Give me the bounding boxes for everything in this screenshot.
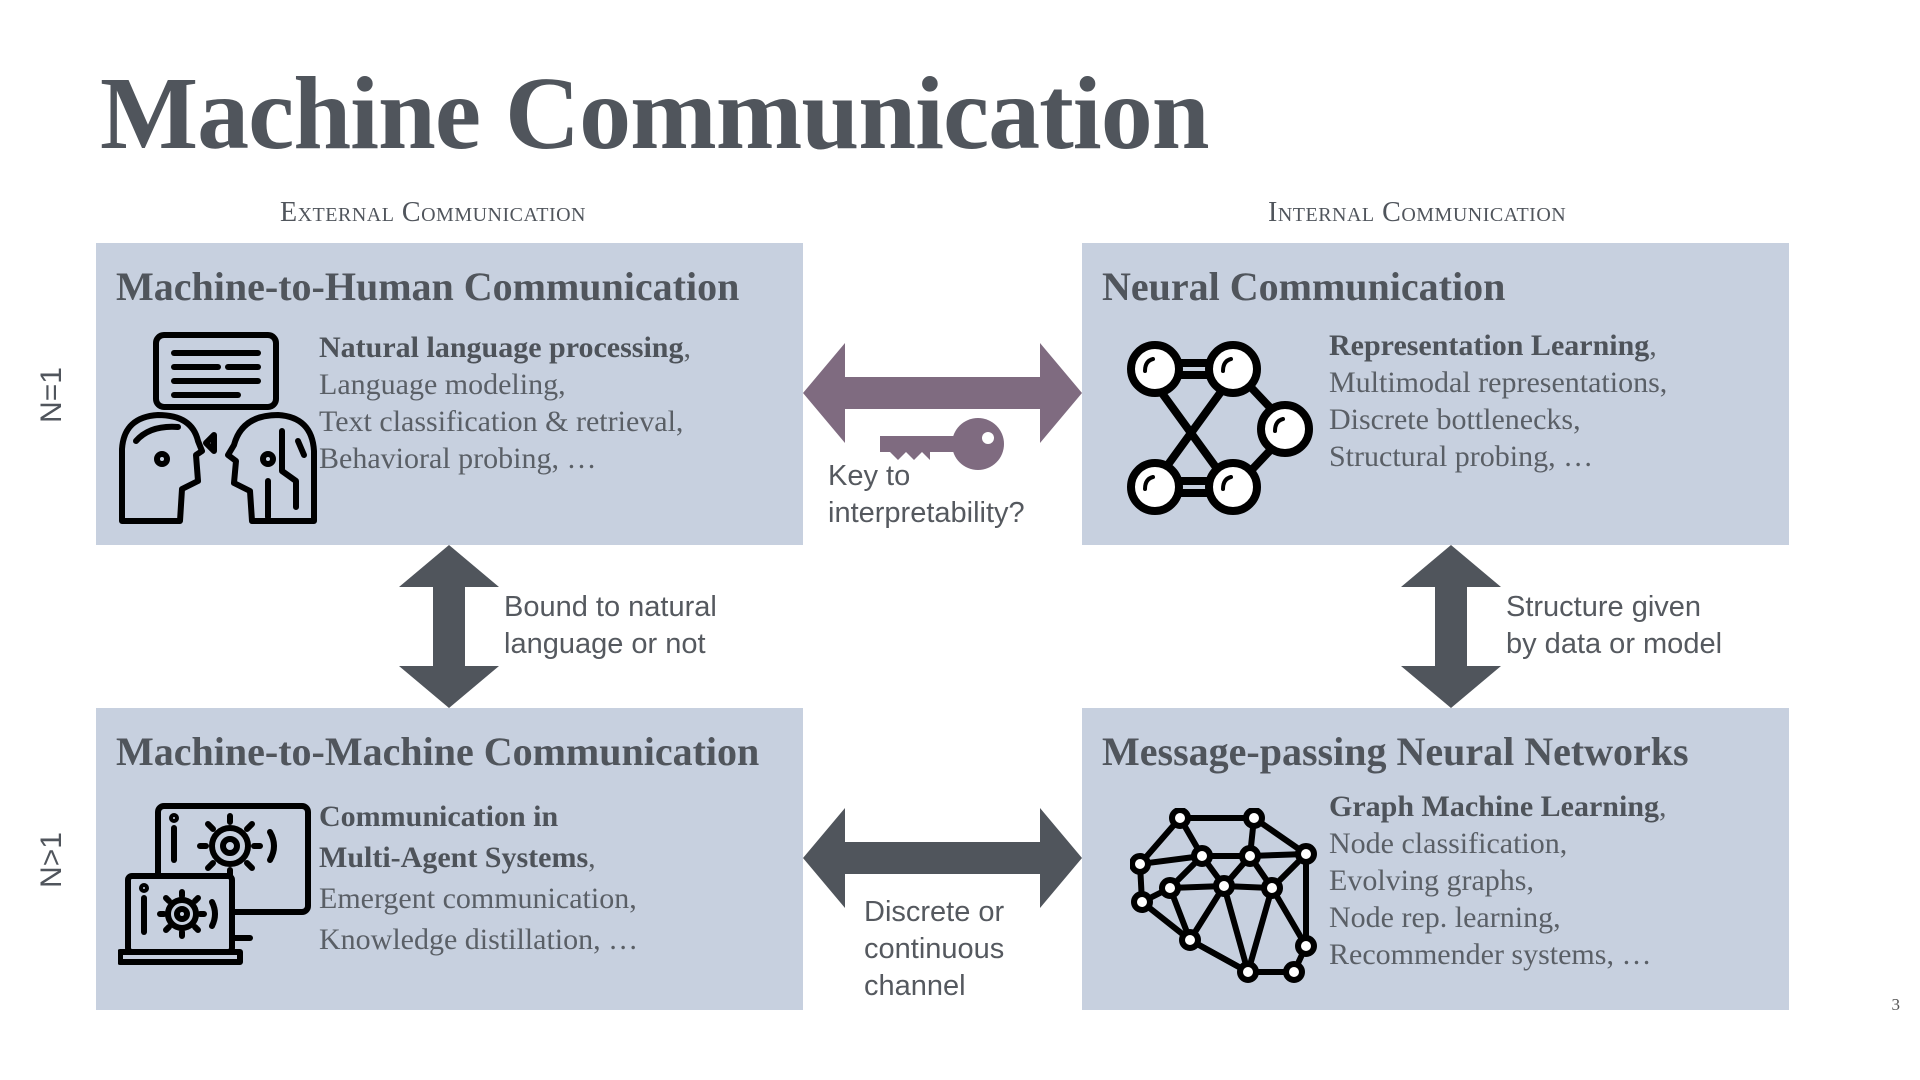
box-line: Language modeling, bbox=[319, 368, 566, 401]
computers-gear-icon bbox=[117, 802, 318, 987]
arrow-label-top: Key to interpretability? bbox=[828, 460, 1025, 529]
double-arrow-horizontal-bottom bbox=[803, 808, 1082, 913]
neural-network-icon bbox=[1127, 331, 1327, 532]
arrow-label-left: Bound to natural language or not bbox=[504, 591, 717, 660]
box-title: Neural Communication bbox=[1102, 264, 1506, 309]
box-title: Machine-to-Machine Communication bbox=[116, 729, 760, 774]
column-header-internal: Internal Communication bbox=[1268, 197, 1567, 228]
key-icon bbox=[880, 418, 1005, 475]
box-line: Text classification & retrieval, bbox=[319, 405, 684, 438]
human-ai-conversation-icon bbox=[118, 331, 318, 532]
box-description: Communication in Multi-Agent Systems, Em… bbox=[319, 796, 638, 960]
box-description: Representation Learning, Multimodal repr… bbox=[1329, 329, 1668, 473]
box-line: Discrete bottlenecks, bbox=[1329, 403, 1581, 436]
box-description: Natural language processing, Language mo… bbox=[319, 331, 691, 475]
box-machine-to-machine: Machine-to-Machine Communication Communi… bbox=[96, 708, 803, 1010]
box-title: Message-passing Neural Networks bbox=[1102, 729, 1689, 774]
box-line: Multimodal representations, bbox=[1329, 366, 1668, 399]
double-arrow-vertical-left bbox=[399, 545, 499, 713]
box-line: Node rep. learning, bbox=[1329, 901, 1561, 934]
box-topic: Representation Learning bbox=[1329, 329, 1650, 362]
box-line: Node classification, bbox=[1329, 827, 1568, 860]
box-line: Recommender systems, … bbox=[1329, 938, 1652, 971]
column-header-external: External Communication bbox=[280, 197, 586, 228]
box-topic: Graph Machine Learning bbox=[1329, 790, 1660, 823]
page-number: 3 bbox=[1891, 995, 1901, 1014]
double-arrow-horizontal-top bbox=[803, 343, 1082, 448]
box-topic: Natural language processing bbox=[319, 331, 684, 364]
box-message-passing: Message-passing Neural Networks bbox=[1082, 708, 1789, 1010]
box-line: Structural probing, … bbox=[1329, 440, 1594, 473]
page-title: Machine Communication bbox=[100, 56, 1210, 171]
row-label-n-gt-1: N>1 bbox=[34, 832, 68, 888]
box-line: Evolving graphs, bbox=[1329, 864, 1534, 897]
box-topic: Communication in bbox=[319, 800, 559, 833]
box-description: Graph Machine Learning, Node classificat… bbox=[1329, 790, 1667, 971]
box-line: Emergent communication, bbox=[319, 882, 637, 915]
box-machine-to-human: Machine-to-Human Communication Natural l… bbox=[96, 243, 803, 545]
box-title: Machine-to-Human Communication bbox=[116, 264, 740, 309]
arrow-label-right: Structure given by data or model bbox=[1506, 591, 1723, 660]
row-label-n1: N=1 bbox=[34, 367, 68, 423]
graph-network-icon bbox=[1129, 807, 1320, 989]
box-line: Behavioral probing, … bbox=[319, 442, 597, 475]
double-arrow-vertical-right bbox=[1401, 545, 1501, 713]
arrow-label-bottom: Discrete or continuous channel bbox=[864, 896, 1005, 1002]
box-line: Knowledge distillation, … bbox=[319, 923, 639, 956]
box-neural-communication: Neural Communication Representation Lear… bbox=[1082, 243, 1789, 545]
box-topic: Multi-Agent Systems bbox=[319, 841, 589, 874]
